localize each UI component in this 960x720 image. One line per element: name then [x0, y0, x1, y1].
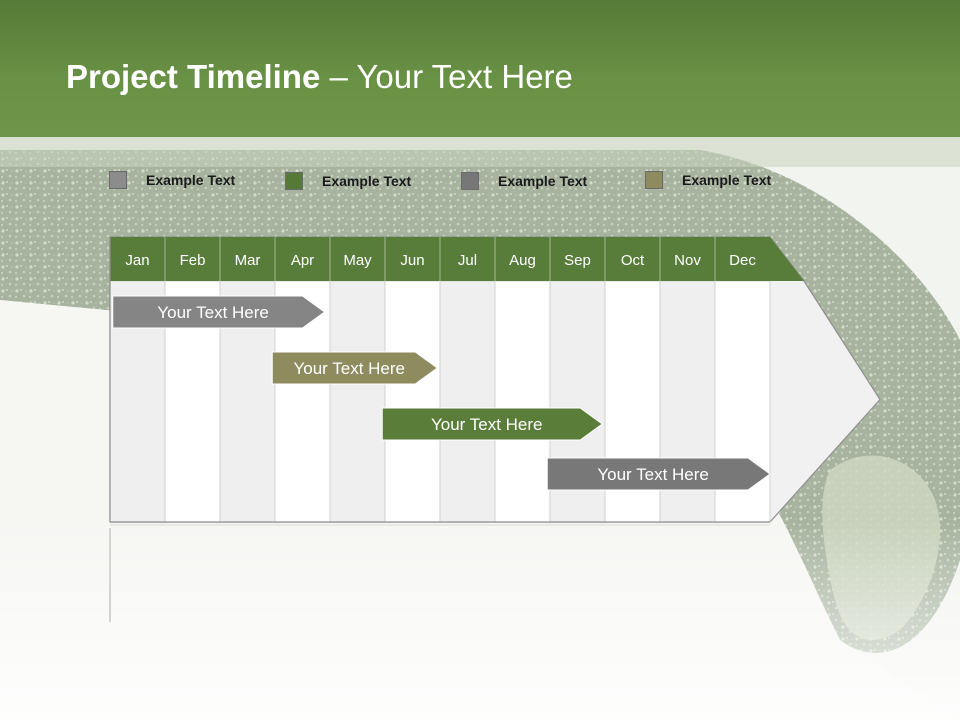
legend-swatch-1 [109, 171, 127, 189]
month-label-jan: Jan [125, 252, 149, 269]
task-arrow-3 [381, 407, 604, 441]
task-label-4: Your Text Here [597, 465, 709, 484]
title-bold: Project Timeline [66, 58, 321, 95]
month-label-dec: Dec [729, 252, 756, 269]
task-label-2: Your Text Here [293, 359, 405, 378]
month-column [439, 280, 496, 523]
month-label-mar: Mar [235, 252, 261, 269]
slide-title: Project Timeline – Your Text Here [66, 58, 573, 96]
task-arrow-1 [112, 295, 326, 329]
month-label-oct: Oct [621, 252, 645, 269]
month-label-jul: Jul [458, 252, 477, 269]
month-header-strip [110, 237, 804, 281]
slide-header [0, 0, 960, 137]
month-label-may: May [343, 252, 372, 269]
month-label-nov: Nov [674, 252, 701, 269]
task-label-1: Your Text Here [157, 303, 269, 322]
task-label-3: Your Text Here [431, 415, 543, 434]
month-column [494, 280, 551, 523]
legend-label-4: Example Text [682, 172, 772, 188]
header-band [0, 137, 960, 167]
month-label-sep: Sep [564, 252, 591, 269]
month-label-apr: Apr [291, 252, 314, 269]
month-column [384, 280, 441, 523]
month-column [329, 280, 386, 523]
month-label-jun: Jun [400, 252, 424, 269]
month-label-feb: Feb [180, 252, 206, 269]
legend-swatch-3 [461, 172, 479, 190]
task-arrow-2 [271, 351, 439, 385]
month-label-aug: Aug [509, 252, 536, 269]
legend-label-3: Example Text [498, 173, 588, 189]
task-arrow-4 [546, 457, 771, 491]
legend-swatch-4 [645, 171, 663, 189]
legend-swatch-2 [285, 172, 303, 190]
legend-label-2: Example Text [322, 173, 412, 189]
title-rest: – Your Text Here [320, 58, 573, 95]
legend-label-1: Example Text [146, 172, 236, 188]
